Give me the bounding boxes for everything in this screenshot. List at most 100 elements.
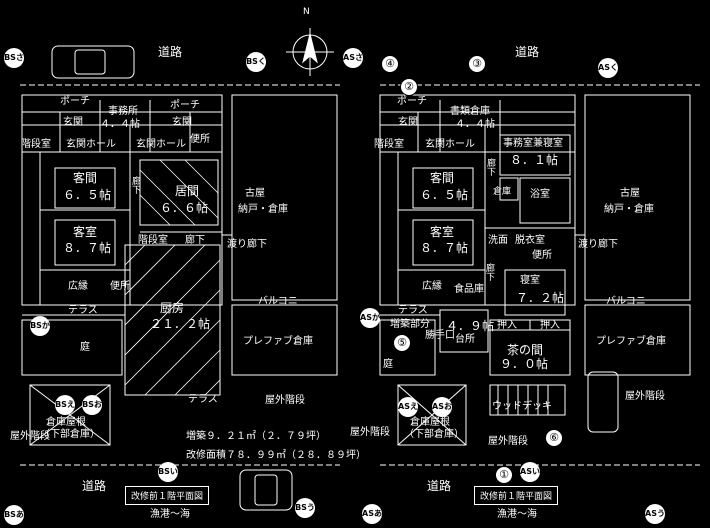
marker-2: ②	[400, 78, 418, 96]
porch-label-after: ポーチ	[397, 96, 427, 107]
bath-label-after: 浴室	[530, 189, 550, 200]
old-house	[231, 94, 338, 301]
storage-room-label: 書類倉庫	[450, 106, 490, 117]
terrace-label: テラス	[68, 305, 98, 316]
as-tag-u: ASう	[645, 504, 665, 524]
guest-room-2-size: ８．７帖	[63, 241, 112, 255]
marker-5: ⑤	[393, 334, 411, 352]
old-house-label: 古屋	[245, 188, 265, 199]
marker-3: ③	[468, 55, 486, 73]
tea-room-size: ９．０帖	[500, 357, 549, 371]
storage-roof	[29, 384, 111, 446]
guest-room-2-label: 客室	[73, 225, 98, 239]
guest-room-2-size-after: ８．７帖	[420, 241, 469, 255]
storage-roof-label: 倉庫屋根	[46, 417, 86, 428]
after-plan-caption: 改修前１階平面図	[474, 486, 559, 505]
porch-label: ポーチ	[60, 96, 90, 107]
stairs-label-after: 階段室	[374, 139, 404, 150]
old-house-sub-label-after: 納戸・倉庫	[604, 204, 654, 215]
road-label-bottom-left: 道路	[82, 479, 107, 493]
corridor-label-after: 廊下	[487, 159, 497, 178]
toilet-2-label: 便所	[110, 281, 130, 292]
kitchen-label-after: 台所	[455, 334, 475, 345]
bs-tag-o: BSお	[82, 395, 102, 415]
kitchen-label: 厨房	[160, 301, 185, 315]
kitchen-size: ２１．２帖	[150, 317, 211, 331]
before-plan-caption: 改修前１階平面図	[125, 486, 210, 505]
living-label: 居間	[175, 184, 200, 198]
dressing-label: 脱衣室	[515, 235, 545, 246]
as-tag-a: ASあ	[362, 504, 382, 524]
balcony-label-after: バルコニー	[606, 296, 656, 307]
stairs-label: 階段室	[21, 139, 51, 150]
office-label: 事務所	[108, 106, 138, 117]
as-tag-ku: ASく	[598, 58, 618, 78]
outer-stairs-label-after-3: 屋外階段	[625, 391, 665, 402]
corridor-2-label: 廊下	[185, 235, 205, 246]
entry-label-2: 玄関	[172, 117, 192, 128]
guest-room-2-label-after: 客室	[430, 225, 455, 239]
guest-room-1-size-after: ６．５帖	[420, 188, 469, 202]
outer-stairs-label: 屋外階段	[265, 395, 305, 406]
bs-tag-i: BSい	[158, 462, 178, 482]
prefab-storage	[231, 304, 338, 376]
main-building-after	[379, 94, 576, 306]
as-tag-o: ASお	[432, 397, 452, 417]
porch-label-2: ポーチ	[170, 100, 200, 111]
office-label-after: 事務室兼寝室	[503, 138, 563, 149]
living-size: ６．６帖	[160, 201, 209, 215]
corridor-label: 廊下	[132, 177, 142, 196]
bs-tag-a: BSあ	[4, 505, 24, 525]
outer-stairs-label-after: 屋外階段	[350, 427, 390, 438]
storage-sub-label-after: （下部倉庫）	[404, 429, 464, 440]
veranda-label-after: 広縁	[422, 281, 442, 292]
closet-2-label: 押入	[540, 320, 560, 331]
sea-label-right: 漁港〜海	[497, 509, 537, 520]
tea-room-label: 茶の間	[507, 343, 544, 357]
as-tag-sa: ASさ	[343, 48, 363, 68]
office-size-after: ８．１帖	[510, 153, 559, 167]
prefab-label-after: プレファブ倉庫	[596, 336, 666, 347]
bedroom-size: ７．２帖	[516, 291, 565, 305]
road-label-top-right: 道路	[515, 45, 540, 59]
back-door-label: 勝手口	[425, 330, 455, 341]
bs-tag-e: BSえ	[55, 395, 75, 415]
north-label: N	[303, 7, 310, 17]
terrace-label-after: テラス	[398, 305, 428, 316]
extension-label: 増築部分	[390, 319, 430, 330]
terrace-label-2: テラス	[188, 394, 218, 405]
as-tag-ka: ASか	[360, 308, 380, 328]
road-label-bottom-right: 道路	[427, 479, 452, 493]
main-building-before	[21, 94, 223, 306]
bs-tag-u: BSう	[295, 498, 315, 518]
area-increase-label: 増築９．２１㎡（２．７９坪）	[186, 431, 326, 442]
old-house-label-after: 古屋	[620, 188, 640, 199]
wood-deck-label: ウッドデッキ	[492, 401, 552, 412]
guest-room-1-size: ６．５帖	[63, 188, 112, 202]
storage-room-size: ４．４帖	[455, 119, 495, 130]
garden-label-after: 庭	[383, 359, 393, 370]
as-tag-e: ASえ	[398, 397, 418, 417]
corridor-2-label-after: 廊下	[486, 264, 496, 283]
entry-label-after: 玄関	[398, 117, 418, 128]
outer-stairs-label-2: 屋外階段	[10, 431, 50, 442]
bridge-label: 渡り廊下	[227, 239, 267, 250]
hall-label-after: 玄関ホール	[425, 139, 475, 150]
prefab-label: プレファブ倉庫	[243, 336, 313, 347]
car	[51, 45, 135, 79]
kitchen-size-after: ４．９帖	[446, 319, 495, 333]
store-label-after: 倉庫	[493, 187, 512, 197]
toilet-label-after: 便所	[532, 250, 552, 261]
storage-sub-label: （下部倉庫）	[40, 429, 100, 440]
stairs-2-label: 階段室	[138, 235, 168, 246]
marker-6: ⑥	[545, 429, 563, 447]
toilet-label: 便所	[190, 134, 210, 145]
hall-label: 玄関ホール	[66, 139, 116, 150]
area-renovation-label: 改修面積７８．９９㎡（２８．８９坪）	[186, 450, 366, 461]
bedroom-label: 寝室	[520, 275, 540, 286]
bridge-label-after: 渡り廊下	[578, 239, 618, 250]
bs-tag-ka: BSか	[30, 316, 50, 336]
closet-1-label: 押入	[497, 320, 517, 331]
balcony-label: バルコニー	[258, 296, 308, 307]
